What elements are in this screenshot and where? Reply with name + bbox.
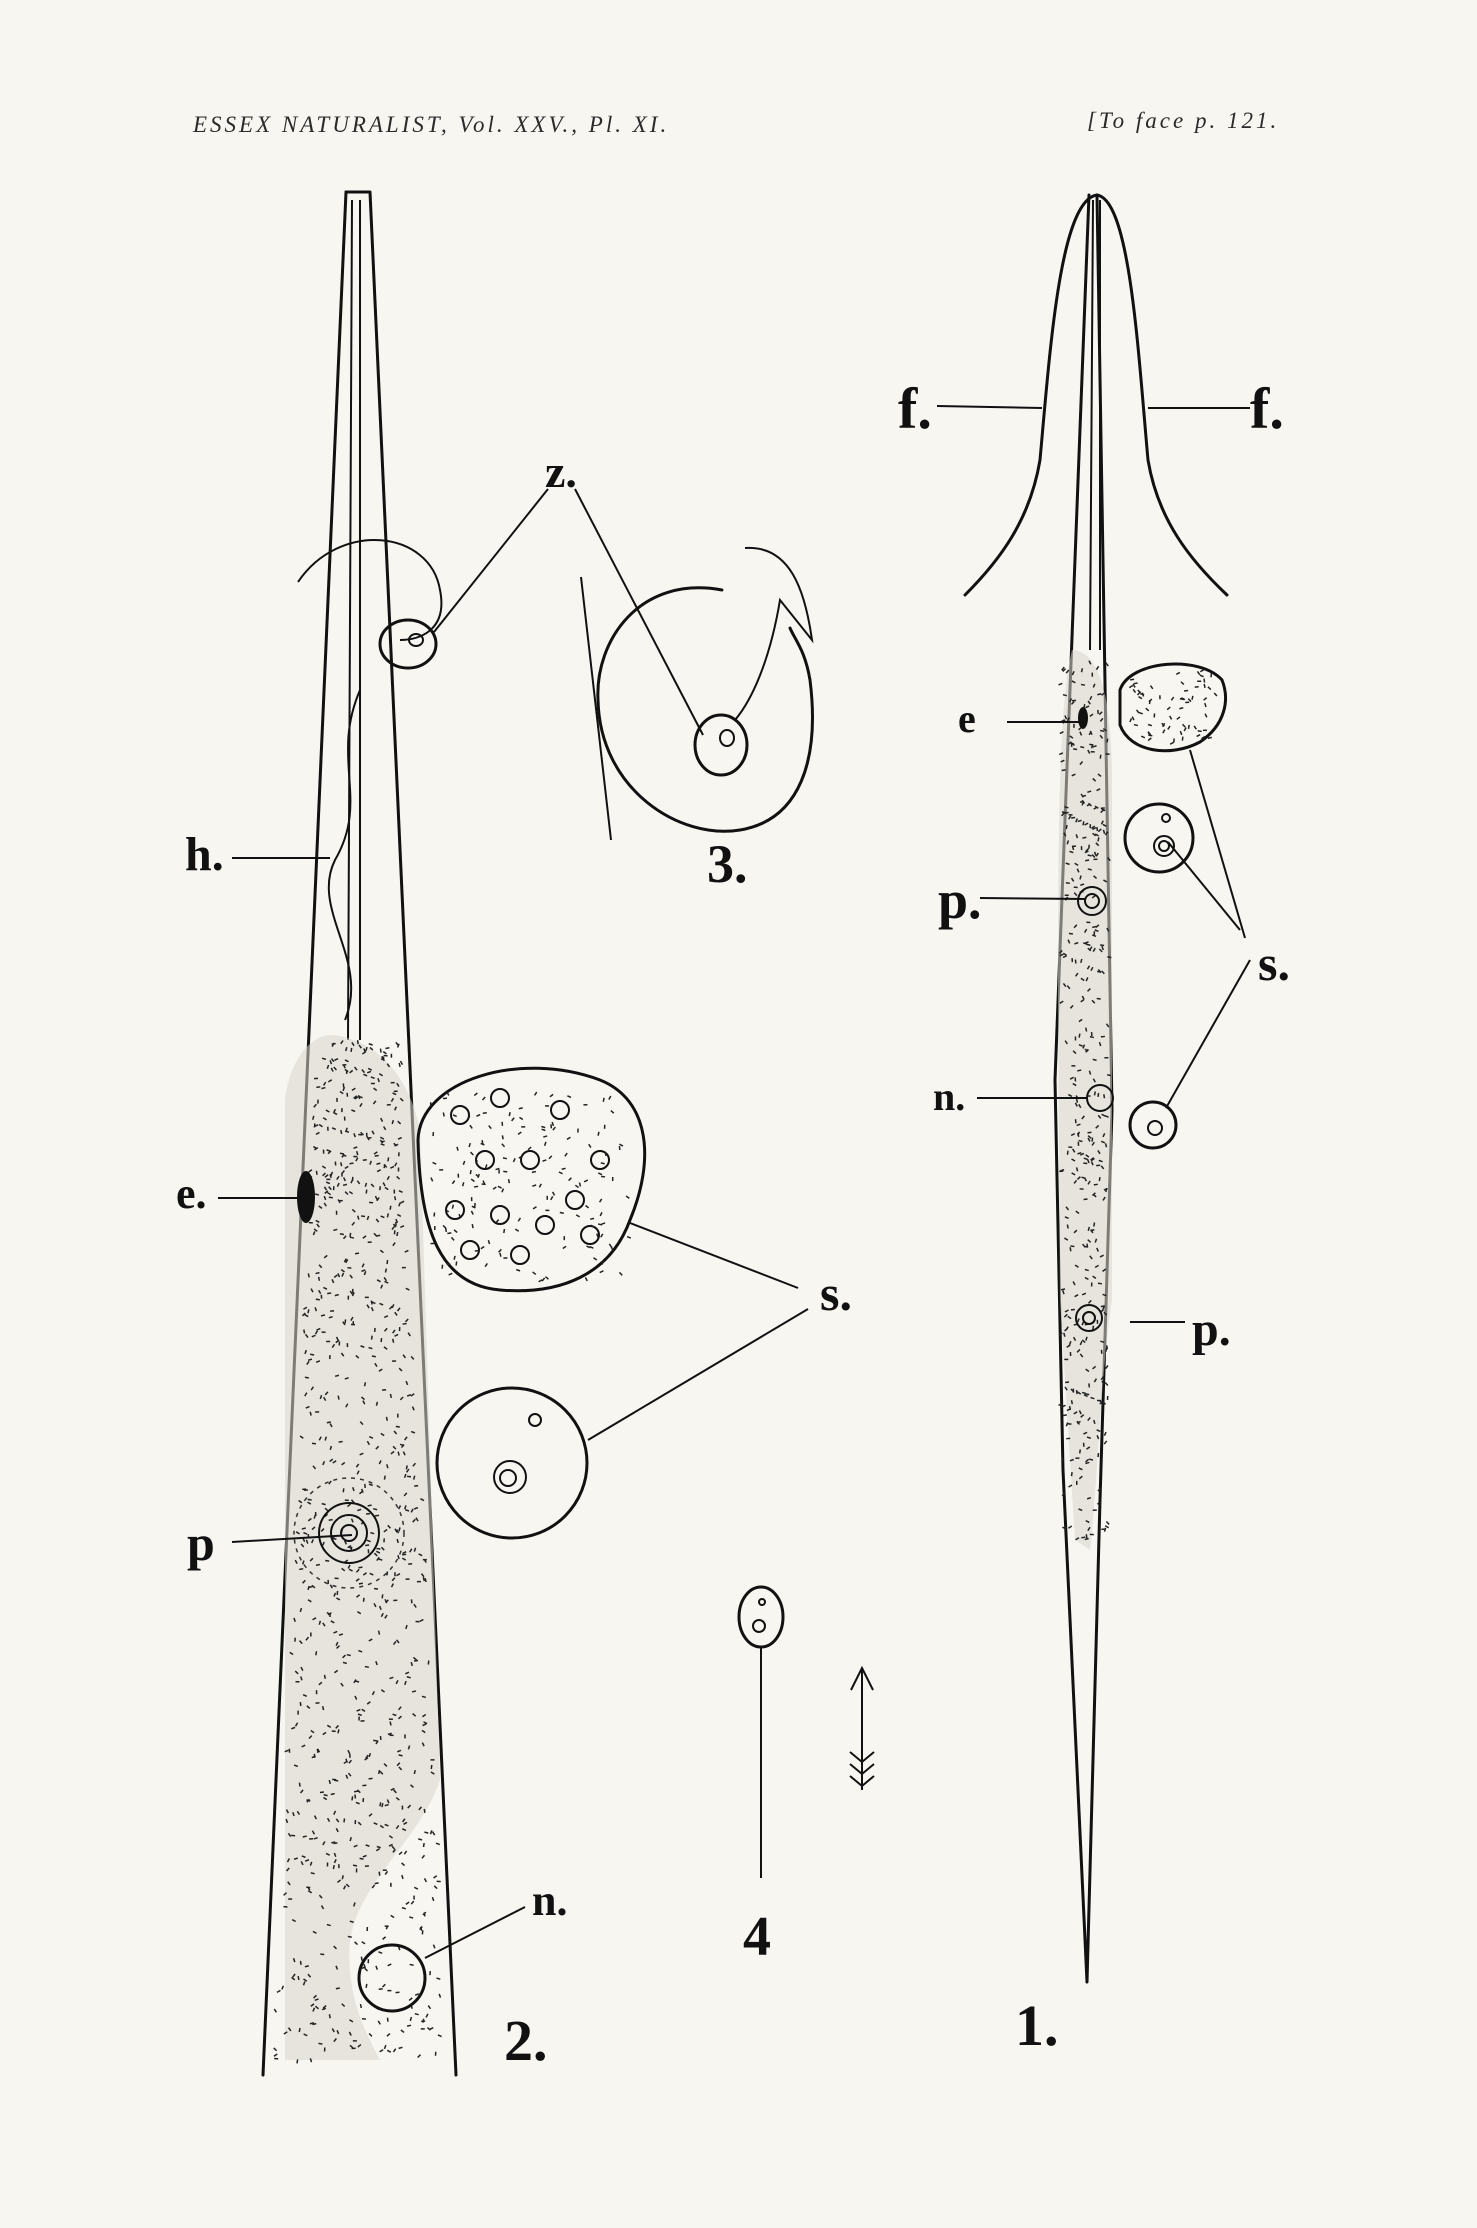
fig4-zoospore <box>737 1585 785 1649</box>
figure-4-number: 4 <box>743 1906 771 1968</box>
fig3-zoospore <box>693 713 749 777</box>
fig1-spore-stippled <box>1118 662 1227 753</box>
fig1-spore-round <box>1123 802 1195 874</box>
label-p-fig1: p. <box>938 870 982 930</box>
figure-3-number: 3. <box>707 834 748 894</box>
plate-header-left: ESSEX NATURALIST, Vol. XXV., Pl. XI. <box>192 112 669 137</box>
label-f-right: f. <box>1250 376 1284 441</box>
figure-4: 4 <box>737 1585 875 1968</box>
label-f-left: f. <box>898 376 932 441</box>
fig2-nucleus <box>357 1943 427 2013</box>
fig2-protoplasm <box>285 1035 440 2060</box>
label-n-fig1: n. <box>933 1074 965 1119</box>
label-n-fig2: n. <box>532 1876 567 1925</box>
label-p-fig2: p <box>187 1515 215 1571</box>
fig2-eyespot <box>297 1171 315 1223</box>
label-z: z. <box>545 446 577 497</box>
label-h: h. <box>185 828 224 881</box>
fig2-zoospore <box>378 618 438 670</box>
figure-2: z. h. e. s. p n. 2. <box>176 190 852 2077</box>
figure-1-number: 1. <box>1015 1993 1059 2058</box>
fig1-eyespot <box>1078 707 1088 729</box>
fig1-protoplasm <box>1058 650 1112 1550</box>
fig1-pyrenoid-2 <box>1075 1304 1103 1332</box>
fig2-pyrenoid <box>293 1477 405 1589</box>
fig2-spore-round <box>435 1386 589 1540</box>
figure-1: f. f. e p. n. s. p. 1. <box>898 193 1290 2058</box>
label-e-fig1: e <box>958 696 976 741</box>
label-p-fig1-lower: p. <box>1192 1303 1231 1356</box>
plate-header-right: [To face p. 121. <box>1087 108 1279 133</box>
fig1-spore-small <box>1128 1100 1178 1150</box>
label-e: e. <box>176 1169 207 1218</box>
label-s-fig1: s. <box>1258 935 1290 991</box>
fig2-hair <box>327 689 361 1021</box>
figure-3: 3. <box>580 546 814 894</box>
fig3-cyst <box>596 586 814 833</box>
label-s-fig2: s. <box>820 1265 852 1321</box>
fig2-stipple <box>273 1040 442 2064</box>
fig2-spore-large <box>416 1066 647 1293</box>
fig1-pyrenoid-1 <box>1077 886 1107 916</box>
figure-2-number: 2. <box>504 2008 548 2073</box>
